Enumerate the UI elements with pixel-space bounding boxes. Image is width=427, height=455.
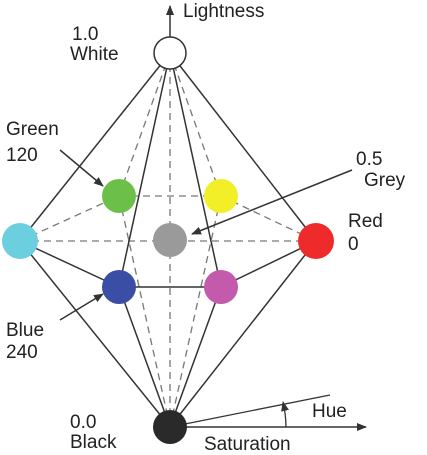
blue-hue-value: 240 — [6, 342, 38, 363]
green-pointer-arrow — [59, 149, 104, 187]
red-hue-value: 0 — [348, 234, 359, 255]
grey-node — [153, 223, 187, 257]
internal-dashed-lines — [118, 52, 222, 428]
green-hue-value: 120 — [6, 145, 38, 166]
hue-angle-arc — [281, 401, 289, 428]
lightness-label: Lightness — [183, 1, 264, 22]
cyan-node — [2, 223, 38, 259]
green-label: Green — [6, 119, 59, 140]
hue-label: Hue — [312, 401, 347, 422]
red-label: Red — [348, 211, 383, 232]
green-node — [102, 179, 136, 213]
magenta-node — [204, 270, 238, 304]
hue-line — [169, 394, 331, 428]
blue-label: Blue — [6, 320, 44, 341]
blue-node — [102, 270, 136, 304]
white-node — [153, 36, 187, 70]
blue-pointer-arrow — [59, 293, 104, 321]
black-node — [153, 410, 187, 444]
white-label: White — [70, 44, 119, 65]
red-node — [298, 223, 334, 259]
cone-edges — [19, 52, 317, 428]
black-value-label: 0.0 — [70, 412, 96, 433]
grey-value-label: 0.5 — [356, 149, 382, 170]
yellow-node — [204, 179, 238, 213]
grey-pointer-arrow — [191, 169, 353, 235]
black-label: Black — [70, 432, 117, 453]
white-value-label: 1.0 — [72, 24, 98, 45]
grey-label: Grey — [364, 170, 406, 191]
saturation-label: Saturation — [204, 434, 291, 455]
